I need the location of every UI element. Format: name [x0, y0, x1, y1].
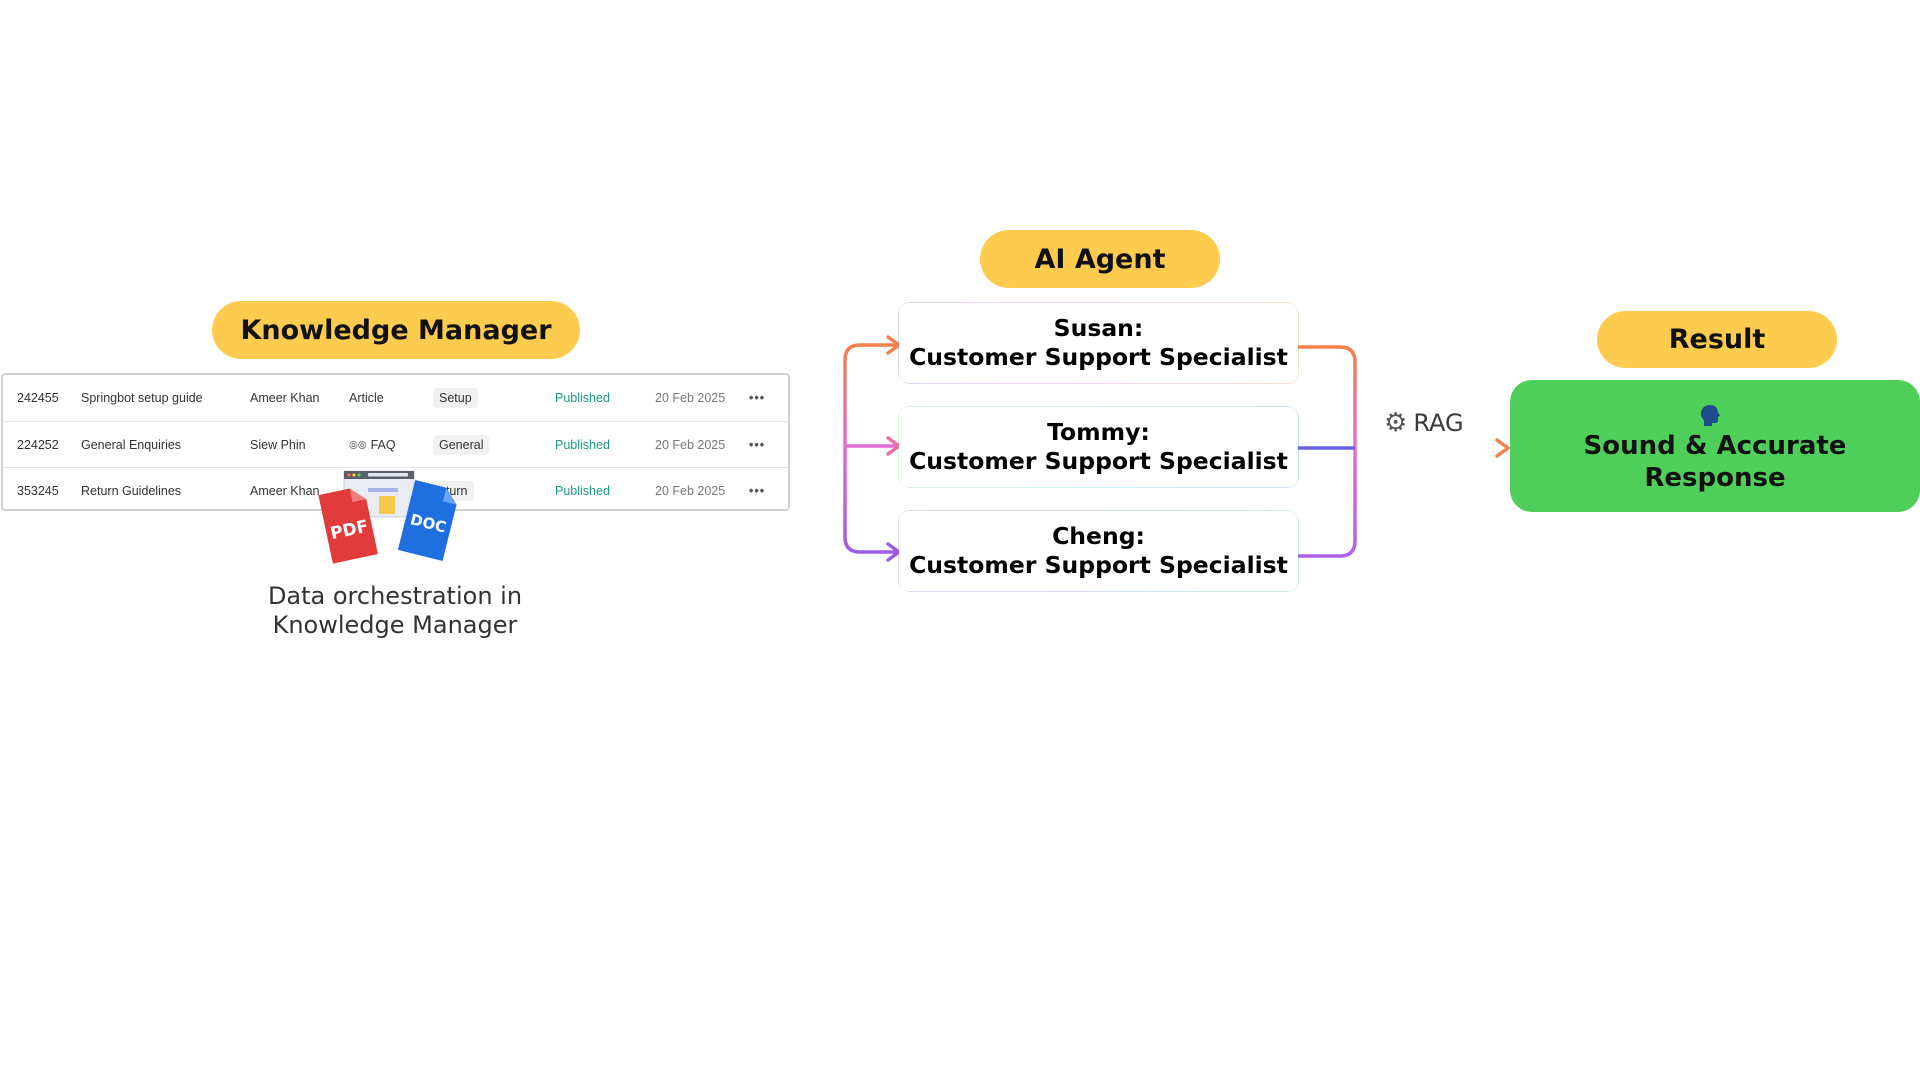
rag-text: RAG: [1413, 409, 1464, 437]
row-date: 20 Feb 2025: [655, 484, 726, 498]
category-tag: General: [433, 435, 490, 455]
row-id: 353245: [17, 484, 59, 498]
row-status: Published: [555, 391, 610, 405]
row-category: Setup: [433, 375, 478, 421]
caption-line-2: Knowledge Manager: [272, 611, 518, 639]
right-bus-connector: [1298, 345, 1357, 558]
speaking-head-icon: [1700, 404, 1720, 426]
knowledge-manager-label: Knowledge Manager: [212, 301, 580, 359]
gear-icon: ⚙: [1384, 408, 1408, 438]
row-author: Ameer Khan: [250, 391, 320, 405]
row-title[interactable]: Return Guidelines: [81, 484, 182, 498]
result-card[interactable]: Sound & Accurate Response: [1510, 380, 1920, 512]
row-date: 20 Feb 2025: [655, 391, 726, 405]
result-line-1: Sound & Accurate: [1583, 398, 1847, 462]
agent-name: Cheng:: [1052, 522, 1145, 550]
row-author: Ameer Khan: [250, 484, 320, 498]
more-options-icon[interactable]: •••: [749, 391, 766, 405]
row-status: Published: [555, 438, 610, 452]
row-type: ⦾⦾FAQ: [349, 422, 396, 468]
row-date: 20 Feb 2025: [655, 438, 726, 452]
row-title[interactable]: General Enquiries: [81, 438, 182, 452]
knowledge-manager-caption: Data orchestration in Knowledge Manager: [220, 582, 570, 640]
agent-name: Tommy:: [1047, 418, 1150, 446]
pdf-file-icon: PDF: [318, 488, 378, 564]
row-type: Article: [349, 391, 384, 405]
caption-line-1: Data orchestration in: [267, 582, 523, 610]
agent-card-tommy[interactable]: Tommy: Customer Support Specialist: [899, 407, 1298, 487]
table-row[interactable]: 224252 General Enquiries Siew Phin ⦾⦾FAQ…: [3, 421, 788, 468]
agent-role: Customer Support Specialist: [909, 551, 1288, 579]
agent-role: Customer Support Specialist: [909, 343, 1288, 371]
row-id: 242455: [17, 391, 59, 405]
row-author: Siew Phin: [250, 438, 306, 452]
result-label: Result: [1597, 311, 1837, 368]
row-category: General: [433, 422, 490, 468]
agent-role: Customer Support Specialist: [909, 447, 1288, 475]
result-line-2: Response: [1644, 463, 1786, 493]
row-id: 224252: [17, 438, 59, 452]
row-type-label: FAQ: [370, 438, 396, 452]
more-options-icon[interactable]: •••: [749, 484, 766, 498]
row-title[interactable]: Springbot setup guide: [81, 391, 203, 405]
agent-name: Susan:: [1053, 314, 1144, 342]
link-icon: ⦾⦾: [349, 440, 367, 452]
agent-card-cheng[interactable]: Cheng: Customer Support Specialist: [899, 511, 1298, 591]
category-tag: Setup: [433, 388, 478, 408]
left-bus-connector: [843, 343, 899, 554]
arrowhead-result: [1495, 438, 1511, 458]
ai-agent-label: AI Agent: [980, 230, 1220, 288]
more-options-icon[interactable]: •••: [749, 438, 766, 452]
agent-card-susan[interactable]: Susan: Customer Support Specialist: [899, 303, 1298, 383]
file-types-graphic: PDF DOC: [318, 470, 457, 564]
table-row[interactable]: 242455 Springbot setup guide Ameer Khan …: [3, 375, 788, 421]
row-status: Published: [555, 484, 610, 498]
result-text: Sound & Accurate Response: [1583, 398, 1847, 494]
rag-label: ⚙ RAG: [1384, 405, 1464, 441]
table-row[interactable]: 353245 Return Guidelines Ameer Khan etur…: [3, 467, 788, 514]
doc-file-icon: DOC: [397, 479, 457, 561]
result-line-1-text: Sound & Accurate: [1583, 431, 1847, 461]
